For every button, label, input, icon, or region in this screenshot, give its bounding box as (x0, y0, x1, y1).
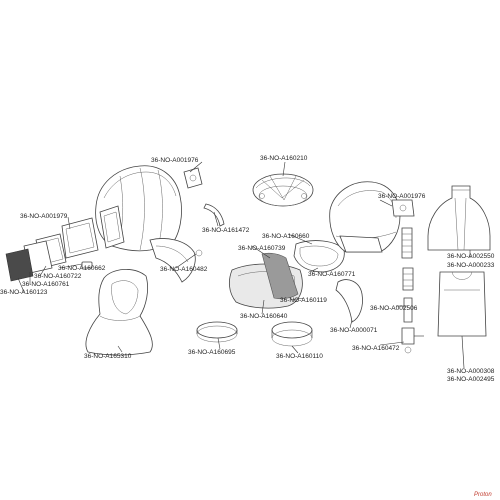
label-a160771: 36-NO-A160771 (308, 271, 356, 278)
side-cape-right (335, 279, 363, 323)
label-a002550: 36-NO-A002550 (447, 253, 495, 260)
label-a001976-right: 36-NO-A001976 (378, 193, 426, 200)
side-cape (149, 238, 196, 283)
jacket (427, 185, 491, 251)
window-ring (293, 240, 345, 273)
visor-frame (61, 217, 99, 259)
curved-band (203, 203, 225, 227)
label-a160722: 36-NO-A160722 (34, 273, 82, 280)
label-a161472: 36-NO-A161472 (202, 227, 250, 234)
label-a001976-top: 36-NO-A001976 (151, 157, 199, 164)
bib (437, 271, 487, 337)
hood-cape (85, 269, 153, 356)
label-a000071: 36-NO-A000071 (330, 327, 378, 334)
label-a160640: 36-NO-A160640 (240, 313, 288, 320)
mesh-screen (261, 252, 299, 300)
neck-collar (271, 321, 313, 347)
label-a160739: 36-NO-A160739 (238, 245, 286, 252)
suspension-harness (252, 173, 314, 207)
label-a160660: 36-NO-A160660 (262, 233, 310, 240)
label-a000308: 36-NO-A000308 (447, 368, 495, 375)
valve-plate-right (391, 199, 415, 217)
left-helmet-shell (95, 165, 182, 252)
label-a160662: 36-NO-A160662 (58, 265, 106, 272)
right-helmet-shell (329, 181, 401, 253)
label-a002495: 36-NO-A002495 (447, 376, 495, 383)
label-a001979: 36-NO-A001979 (20, 213, 68, 220)
label-a160761: 36-NO-A160761 (22, 281, 70, 288)
lens-dark (5, 248, 34, 282)
part-labels: 36-NO-A001976 36-NO-A160210 36-NO-A00197… (0, 155, 495, 383)
visor-clip (81, 261, 93, 269)
leader-lines (17, 161, 471, 369)
valve-plate-left (183, 167, 203, 189)
label-a002506: 36-NO-A002506 (370, 305, 418, 312)
small-ring (195, 249, 203, 257)
label-a000233: 36-NO-A000233 (447, 262, 495, 269)
label-a160695: 36-NO-A160695 (188, 349, 236, 356)
label-a160119: 36-NO-A160119 (280, 297, 327, 304)
label-a160482: 36-NO-A160482 (160, 266, 208, 273)
label-a160110: 36-NO-A160110 (276, 353, 323, 360)
label-a160210: 36-NO-A160210 (260, 155, 308, 162)
watermark-logo: Proton (474, 492, 492, 498)
label-a160123: 36-NO-A160123 (0, 289, 48, 296)
label-a160472: 36-NO-A160472 (352, 345, 400, 352)
breathing-hose (401, 227, 424, 354)
label-a165310: 36-NO-A165310 (84, 353, 132, 360)
neck-band (196, 321, 238, 343)
